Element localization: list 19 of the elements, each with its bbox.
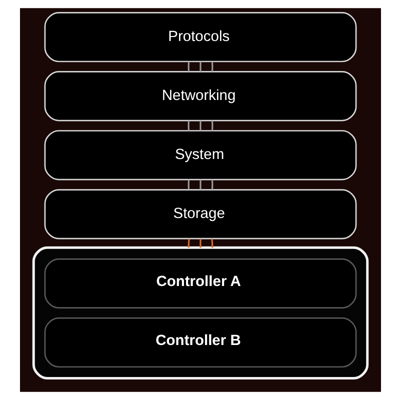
- node-box: Storage: [44, 189, 356, 240]
- connector: [187, 180, 190, 190]
- cluster: [32, 246, 368, 380]
- node-box: Networking: [44, 71, 356, 122]
- connector: [187, 120, 190, 131]
- node-box: Controller B: [44, 317, 356, 368]
- node-box: Controller A: [44, 258, 356, 309]
- connector: [187, 62, 190, 72]
- connector: [210, 62, 213, 72]
- connector: [210, 120, 213, 131]
- connector: [187, 238, 190, 248]
- node-box: Protocols: [44, 12, 356, 62]
- connector: [199, 180, 201, 190]
- connector: [210, 180, 213, 190]
- connector: [210, 238, 213, 248]
- connector: [199, 120, 201, 131]
- connector: [199, 238, 201, 248]
- connector: [199, 62, 201, 72]
- node-box: System: [44, 130, 356, 180]
